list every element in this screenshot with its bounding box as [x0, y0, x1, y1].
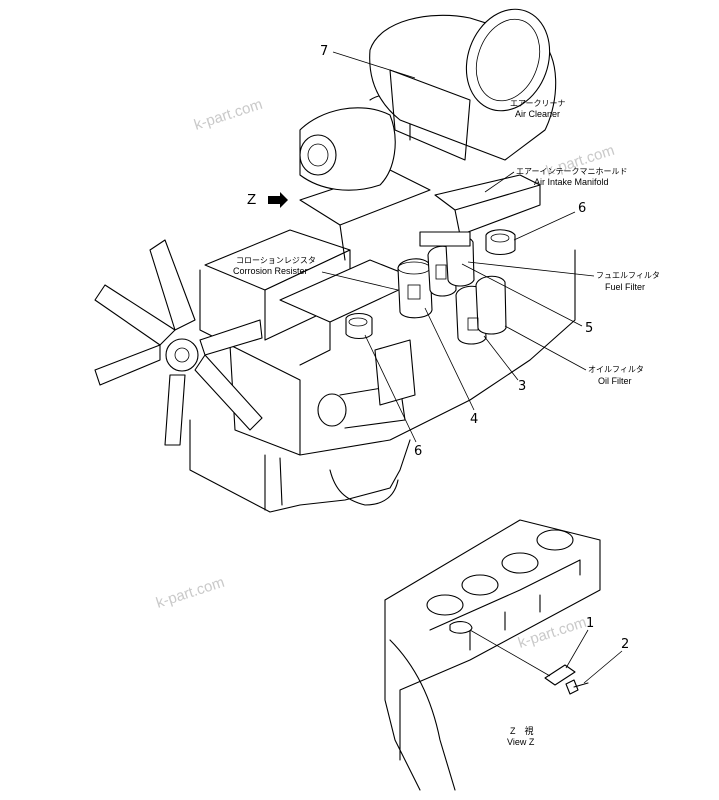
watermark-1: k-part.com — [192, 96, 265, 134]
label-corrosion-resistor-jp: コローションレジスタ — [236, 256, 316, 265]
callout-2-view-z: 2 — [621, 637, 629, 652]
callout-4: 4 — [470, 412, 478, 427]
callout-6-lower: 6 — [414, 444, 422, 459]
label-corrosion-resistor-en: Corrosion Resister — [233, 266, 308, 276]
label-oil-filter-en: Oil Filter — [598, 376, 632, 386]
callout-7: 7 — [320, 44, 328, 59]
watermark-4: k-part.com — [516, 614, 589, 652]
view-caption-en: View Z — [507, 737, 535, 747]
label-fuel-filter-en: Fuel Filter — [605, 282, 645, 292]
label-oil-filter-jp: オイルフィルタ — [588, 365, 644, 374]
engine-illustration — [94, 8, 576, 513]
label-air-intake-manifold-en: Air Intake Manifold — [534, 177, 609, 187]
watermark-3: k-part.com — [154, 574, 227, 612]
view-z-detail — [384, 519, 601, 791]
label-air-intake-manifold-jp: エアーインテークマニホールド — [516, 167, 628, 176]
label-air-cleaner-en: Air Cleaner — [515, 109, 560, 119]
label-air-cleaner-jp: エアークリーナ — [510, 99, 566, 108]
cooling-fan — [94, 239, 263, 446]
callout-1-view-z: 1 — [586, 616, 594, 631]
callout-5: 5 — [585, 321, 593, 336]
view-caption-jp: Z 視 — [510, 725, 534, 736]
view-direction-arrow — [268, 192, 288, 208]
view-z-marker: Z — [247, 191, 256, 208]
callout-6-upper: 6 — [578, 201, 586, 216]
label-fuel-filter-jp: フュエルフィルタ — [596, 271, 660, 280]
callout-3: 3 — [518, 379, 526, 394]
